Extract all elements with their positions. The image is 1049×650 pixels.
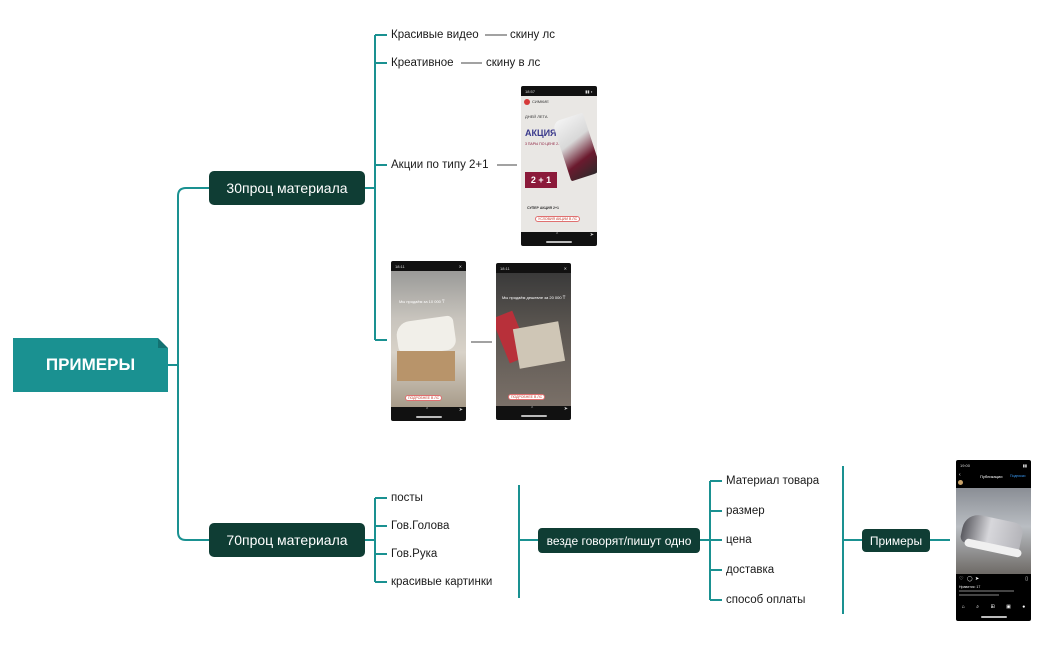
promo-tagline: ДНЕЙ ЛЕТА bbox=[525, 114, 548, 119]
status-time: 18:11 bbox=[395, 263, 405, 269]
branch-30-label: 30проц материала bbox=[226, 180, 348, 196]
add-icon: ⊞ bbox=[990, 604, 995, 610]
post-photo bbox=[956, 488, 1031, 574]
instagram-post-image[interactable]: 19:00 ▮▮ ‹ Публикации Подписки ♡ ◯ ➤ ▯ Н… bbox=[956, 460, 1031, 621]
search-icon: ⌕ bbox=[976, 604, 979, 610]
home-indicator bbox=[415, 416, 442, 418]
same-item-size[interactable]: размер bbox=[726, 505, 765, 517]
status-bar: 18:11 ✕ bbox=[391, 261, 466, 271]
branch-70-item-talking-hand[interactable]: Гов.Рука bbox=[391, 548, 438, 560]
promo-story-image[interactable]: 18:57 ▮▮ ◗ СИМКИЕ ДНЕЙ ЛЕТА АКЦИЯ 3 ПАРЫ… bbox=[521, 86, 597, 246]
promo-subline: 3 ПАРЫ ПО ЦЕНЕ 2-УХ bbox=[525, 142, 564, 146]
promo-footer: СУПЕР АКЦИЯ 2+1 bbox=[527, 206, 559, 210]
status-bar: 18:11 ✕ bbox=[496, 263, 571, 273]
story-video-image-1[interactable]: 18:11 ✕ Мы продаём за 10 000 ₸ ПОДРОБНЕЕ… bbox=[391, 261, 466, 421]
root-node[interactable]: ПРИМЕРЫ bbox=[13, 338, 168, 392]
same-item-material[interactable]: Материал товара bbox=[726, 475, 820, 487]
same-item-payment[interactable]: способ оплаты bbox=[726, 594, 806, 606]
battery-icon: ▮▮ bbox=[1022, 462, 1027, 468]
branch-70-item-talking-head[interactable]: Гов.Голова bbox=[391, 520, 450, 532]
status-time: 18:57 bbox=[525, 88, 536, 94]
status-bar: 19:00 ▮▮ bbox=[956, 460, 1031, 470]
close-icon: ✕ bbox=[563, 265, 567, 271]
send-icon: ➤ bbox=[563, 406, 568, 412]
root-label: ПРИМЕРЫ bbox=[45, 355, 136, 374]
promo-offer: 2 + 1 bbox=[525, 172, 557, 188]
home-indicator bbox=[546, 241, 572, 243]
branch-70-item-posts[interactable]: посты bbox=[391, 492, 423, 504]
branch-70-node[interactable]: 70проц материала bbox=[209, 523, 365, 557]
same-message-node[interactable]: везде говорят/пишут одно bbox=[538, 528, 700, 553]
home-indicator bbox=[520, 415, 547, 417]
signal-icon: ▮▮ ◗ bbox=[585, 88, 593, 94]
story-cta: ПОДРОБНЕЕ В ЛС bbox=[405, 395, 443, 401]
send-icon: ➤ bbox=[458, 407, 463, 413]
same-item-price[interactable]: цена bbox=[726, 534, 752, 546]
heart-icon: ♡ bbox=[959, 576, 964, 582]
home-indicator bbox=[980, 616, 1007, 618]
story-caption: Мы продаём дешевле за 20 000 ₸ bbox=[502, 295, 566, 300]
story-caption: Мы продаём за 10 000 ₸ bbox=[399, 299, 445, 304]
caption-line bbox=[959, 594, 999, 596]
branch-70-label: 70проц материала bbox=[226, 532, 348, 548]
promo-headline: АКЦИЯ bbox=[525, 128, 557, 138]
same-item-delivery[interactable]: доставка bbox=[726, 564, 775, 576]
same-message-label: везде говорят/пишут одно bbox=[546, 533, 692, 548]
post-header-title: Публикации bbox=[980, 474, 1003, 479]
status-time: 19:00 bbox=[960, 462, 971, 468]
follow-button: Подписки bbox=[1010, 474, 1026, 478]
sneaker-image bbox=[552, 112, 597, 182]
promo-cta: УСЛОВИЯ АКЦИИ В ЛС bbox=[535, 216, 581, 222]
examples-label: Примеры bbox=[869, 533, 923, 548]
post-likes: Нравится: 17 bbox=[959, 585, 981, 589]
status-bar: 18:57 ▮▮ ◗ bbox=[521, 86, 597, 96]
home-icon: ⌂ bbox=[961, 604, 965, 610]
branch-30-item-creative-note[interactable]: скину в лс bbox=[486, 57, 541, 69]
branch-30-item-promo[interactable]: Акции по типу 2+1 bbox=[391, 159, 489, 171]
chevron-up-icon: ⌃ bbox=[555, 232, 560, 238]
caption-line bbox=[959, 590, 1014, 592]
chevron-up-icon: ⌃ bbox=[425, 407, 430, 413]
back-icon: ‹ bbox=[959, 472, 961, 478]
bottom-nav: ⌂ ⌕ ⊞ ▣ ● bbox=[956, 604, 1031, 610]
page-fold-icon bbox=[158, 338, 168, 348]
share-icon: ➤ bbox=[975, 576, 980, 582]
branch-70-item-pictures[interactable]: красивые картинки bbox=[391, 576, 493, 588]
branch-30-node[interactable]: 30проц материала bbox=[209, 171, 365, 205]
shop-icon: ▣ bbox=[1006, 604, 1011, 610]
chevron-up-icon: ⌃ bbox=[530, 406, 535, 412]
brand-name: СИМКИЕ bbox=[532, 99, 549, 104]
branch-30-item-creative[interactable]: Креативное bbox=[391, 57, 454, 69]
story-video-image-2[interactable]: 18:11 ✕ Мы продаём дешевле за 20 000 ₸ П… bbox=[496, 263, 571, 420]
shoebox-image bbox=[512, 321, 566, 369]
bookmark-icon: ▯ bbox=[1025, 576, 1028, 582]
status-time: 18:11 bbox=[500, 265, 510, 271]
branch-30-item-videos[interactable]: Красивые видео bbox=[391, 29, 479, 41]
brand-avatar-icon bbox=[524, 99, 530, 105]
shoebox-image bbox=[397, 351, 455, 381]
story-cta: ПОДРОБНЕЕ В ЛС bbox=[508, 394, 546, 400]
avatar bbox=[958, 480, 963, 485]
profile-icon: ● bbox=[1022, 604, 1026, 610]
examples-node[interactable]: Примеры bbox=[862, 529, 930, 552]
comment-icon: ◯ bbox=[967, 576, 973, 582]
send-icon: ➤ bbox=[589, 232, 594, 238]
branch-30-item-videos-note[interactable]: скину лс bbox=[510, 29, 555, 41]
close-icon: ✕ bbox=[458, 263, 462, 269]
